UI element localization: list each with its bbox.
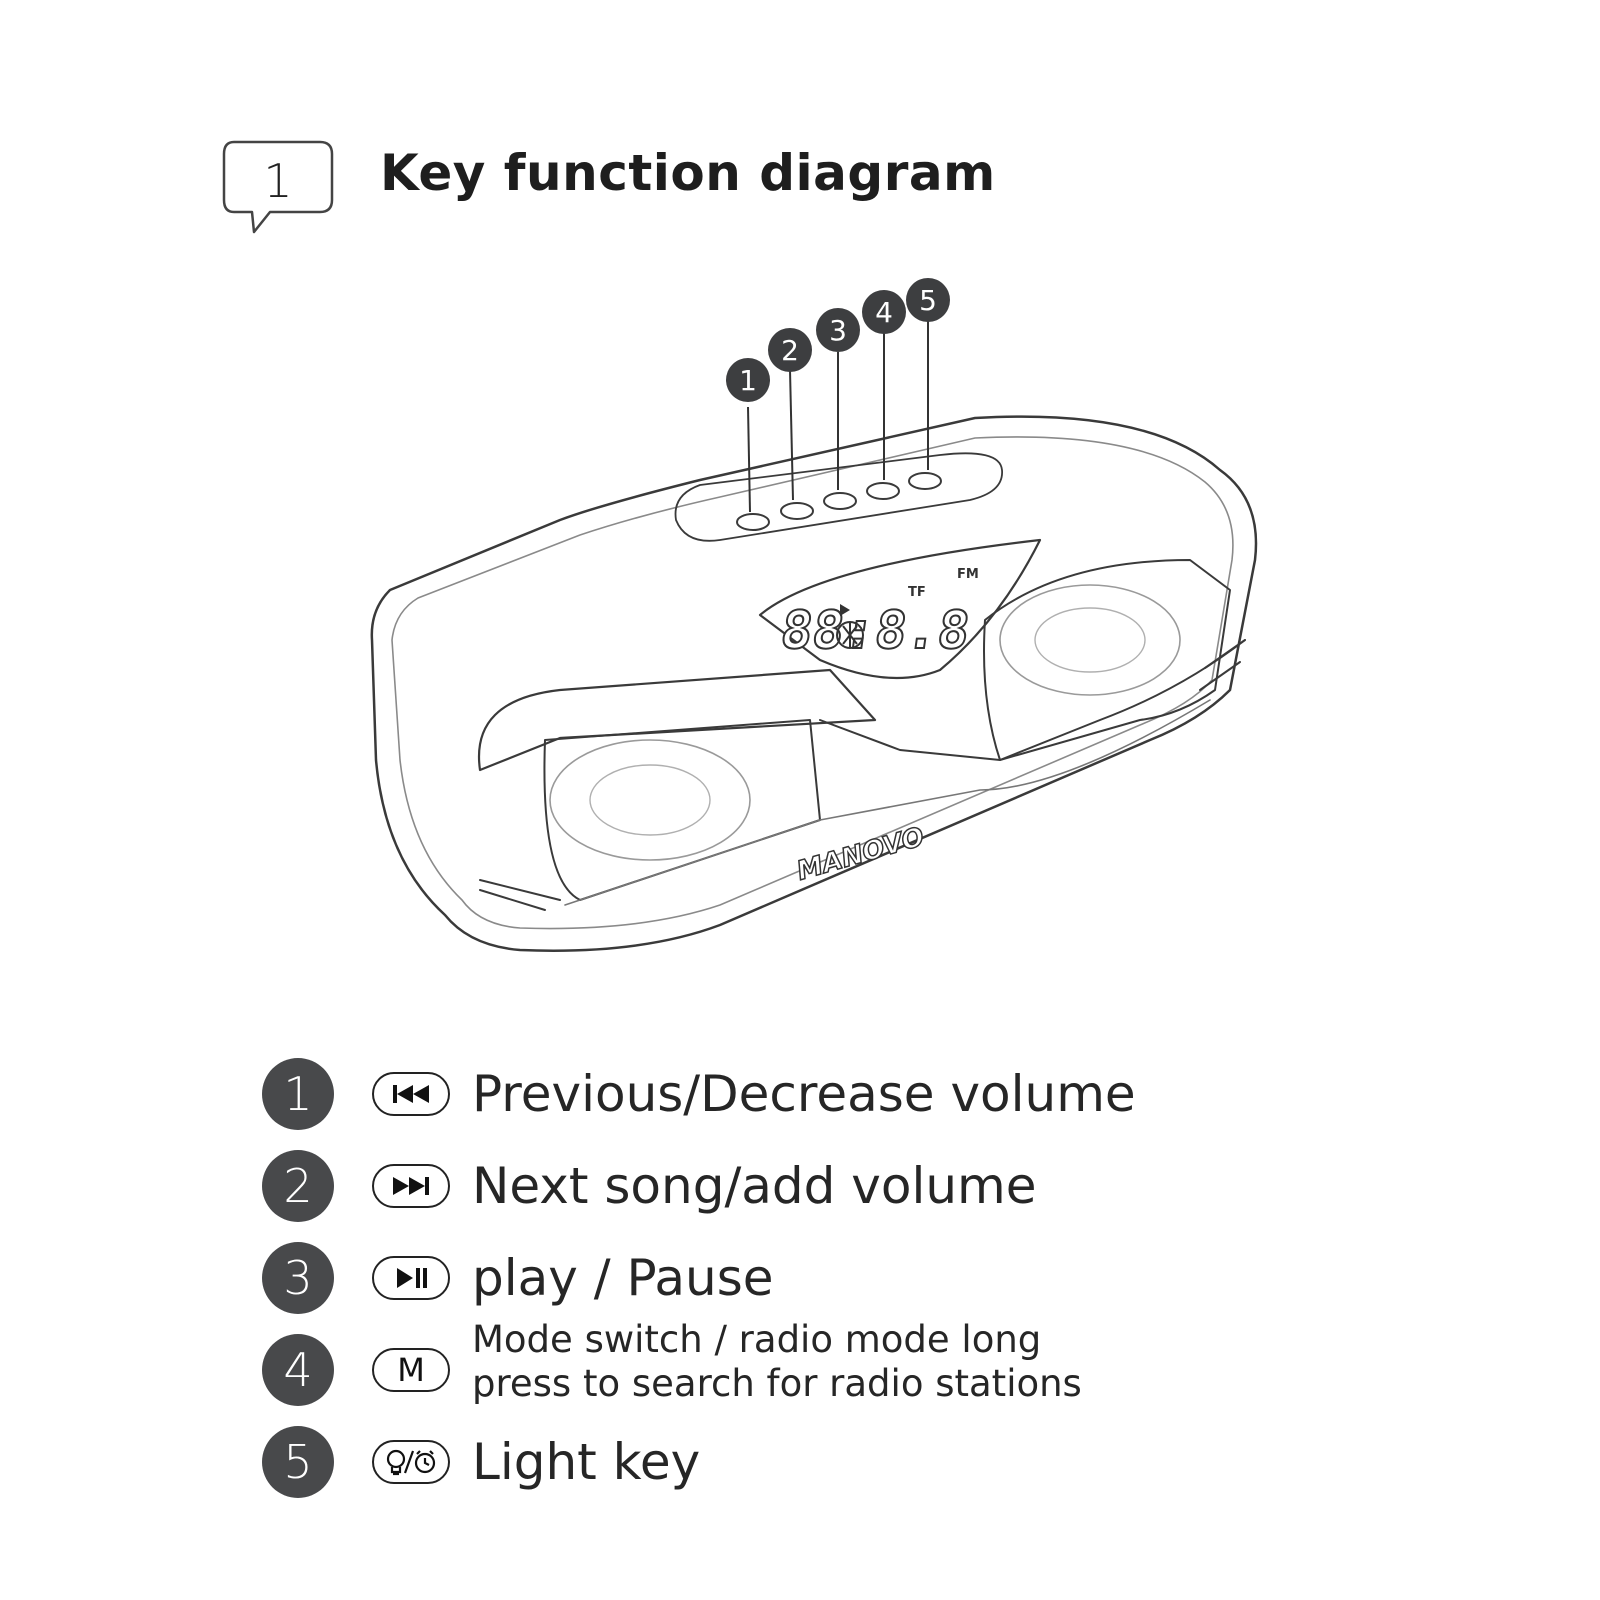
speaker-diagram: 88:8.8 TF FM MANOVO 1 2 3 4 5 [0,0,1600,1000]
svg-text:5: 5 [919,284,937,317]
legend-number: 5 [262,1426,334,1498]
display-readout: 88:8.8 [777,601,973,661]
legend-number: 3 [262,1242,334,1314]
callout-5: 5 [906,278,950,322]
light-alarm-icon [372,1440,450,1484]
mode-icon: M [372,1348,450,1392]
legend-item-5: 5 Light key [262,1426,1362,1500]
next-icon [372,1164,450,1208]
svg-text:3: 3 [829,314,847,347]
play-pause-icon [372,1256,450,1300]
legend-text: Next song/add volume [472,1156,1037,1216]
display-label-fm: FM [957,567,979,582]
legend-text-line-2: press to search for radio stations [472,1362,1082,1406]
legend-number: 2 [262,1150,334,1222]
callout-2: 2 [768,328,812,372]
brand-logo: MANOVO [794,822,928,887]
legend-item-4: 4 M Mode switch / radio mode long press … [262,1334,1362,1408]
legend-item-2: 2 Next song/add volume [262,1150,1362,1224]
callout-4: 4 [862,290,906,334]
previous-icon [372,1072,450,1116]
legend-text-line-1: Mode switch / radio mode long [472,1318,1082,1362]
callout-1: 1 [726,358,770,402]
display-digits: 88:8.8 [777,601,973,661]
legend-item-1: 1 Previous/Decrease volume [262,1058,1362,1132]
legend-text: Light key [472,1432,700,1492]
legend-text: Previous/Decrease volume [472,1064,1136,1124]
svg-text:1: 1 [739,364,757,397]
callout-3: 3 [816,308,860,352]
svg-text:2: 2 [781,334,799,367]
legend-item-3: 3 play / Pause [262,1242,1362,1316]
legend-text: play / Pause [472,1248,774,1308]
svg-text:4: 4 [875,296,893,329]
legend-text: Mode switch / radio mode long press to s… [472,1318,1082,1406]
legend-number: 1 [262,1058,334,1130]
legend-number: 4 [262,1334,334,1406]
display-label-tf: TF [908,585,926,600]
